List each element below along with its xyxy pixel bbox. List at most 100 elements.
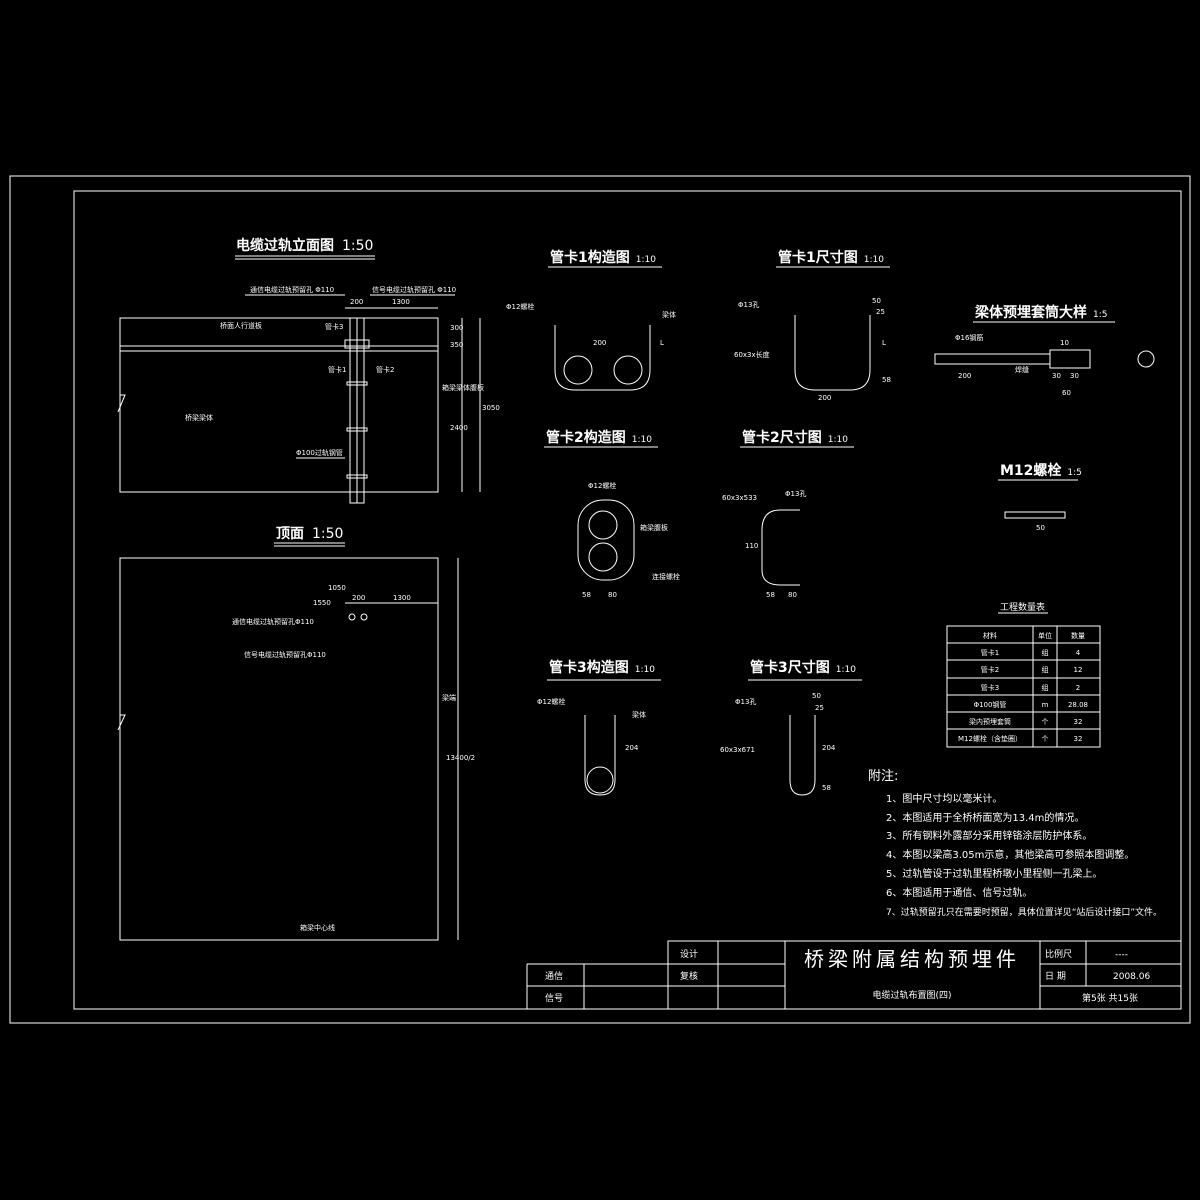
label: 信号电缆过轨预留孔Φ110 [244, 650, 326, 659]
title: 管卡3尺寸图 [750, 659, 830, 676]
title: 管卡3构造图 [549, 659, 629, 676]
notes: 附注: 1、图中尺寸均以毫米计。 2、本图适用于全桥桥面宽为13.4m的情况。 … [868, 769, 1162, 918]
label: Φ12螺栓 [537, 697, 565, 706]
table-cell: M12螺栓（含垫圈） [958, 734, 1022, 743]
table-cell: 组 [1042, 648, 1049, 657]
label: 管卡2 [376, 365, 394, 374]
heading: 管卡1尺寸图 1:10 [778, 249, 884, 266]
table-cell: 梁内预埋套筒 [969, 717, 1011, 726]
scale: 1:10 [836, 665, 856, 675]
scale: 1:10 [636, 255, 656, 265]
dim: 110 [745, 542, 758, 550]
table-cell: 4 [1076, 649, 1081, 657]
scale: 1:10 [635, 665, 655, 675]
dim: 58 [882, 376, 891, 384]
quantity-table: 工程数量表 材料 单位 数量 管卡1 组 4 管卡2 组 12 管卡3 组 2 … [946, 601, 1101, 748]
table-cell: m [1042, 701, 1049, 709]
table-cell: 个 [1042, 735, 1049, 743]
clamp3-detail: 管卡3构造图 1:10 Φ12螺栓 梁体 204 [537, 659, 661, 796]
label: 60x3x533 [722, 494, 757, 502]
note-item: 3、所有钢料外露部分采用锌铬涂层防护体系。 [886, 829, 1092, 842]
table-title: 工程数量表 [1000, 601, 1045, 613]
drawing-title: 桥梁附属结构预埋件 [804, 947, 1020, 971]
title-block: 设计 复核 通信 信号 桥梁附属结构预埋件 电缆过轨布置图(四) 比例尺 ---… [526, 940, 1181, 1009]
title: 管卡1尺寸图 [778, 249, 858, 266]
dim: 350 [450, 341, 463, 349]
label: 连接螺栓 [652, 572, 680, 581]
signal-label: 信号 [545, 992, 563, 1004]
title: 管卡2尺寸图 [742, 429, 822, 446]
note-item: 1、图中尺寸均以毫米计。 [886, 792, 1002, 805]
table-cell: 管卡3 [981, 683, 999, 692]
note-item: 5、过轨管设于过轨里程桥墩小里程侧一孔梁上。 [886, 867, 1102, 880]
table-cell: 2 [1076, 684, 1080, 692]
sheet-number: 第5张 共15张 [1082, 992, 1138, 1004]
dim: 80 [608, 591, 617, 599]
table-cell: 组 [1042, 683, 1049, 692]
note-item: 6、本图适用于通信、信号过轨。 [886, 886, 1032, 899]
dim: 300 [450, 324, 463, 332]
title: 梁体预埋套筒大样 [974, 304, 1087, 321]
dim: 50 [1036, 524, 1045, 532]
scale-label: 比例尺 [1045, 948, 1072, 960]
label: Φ13孔 [738, 301, 759, 309]
table-cell: 28.08 [1068, 701, 1088, 709]
dim: 1050 [328, 584, 346, 592]
dim: 10 [1060, 339, 1069, 347]
dim: 2400 [450, 424, 468, 432]
dim: 25 [815, 704, 824, 712]
label: 桥面人行道板 [220, 321, 262, 330]
date-value: 2008.06 [1113, 972, 1150, 982]
heading: 梁体预埋套筒大样 1:5 [974, 304, 1107, 321]
label: 焊缝 [1015, 365, 1029, 374]
dim: 13400/2 [446, 754, 475, 762]
dim: 30 [1052, 372, 1061, 380]
plan-heading: 顶面 1:50 [276, 526, 343, 542]
label: 箱梁腹板 [640, 523, 668, 532]
heading: 管卡1构造图 1:10 [550, 249, 656, 266]
dim: 1300 [393, 594, 411, 602]
design-label: 设计 [680, 948, 698, 960]
label: 梁体 [632, 710, 646, 719]
table-header: 材料 [983, 631, 997, 640]
title: 管卡1构造图 [550, 249, 630, 266]
label: Φ13孔 [735, 698, 756, 706]
plan-scale: 1:50 [312, 526, 343, 542]
dim: 204 [625, 744, 639, 752]
drawing-subtitle: 电缆过轨布置图(四) [872, 989, 951, 1001]
table-cell: 组 [1042, 665, 1049, 674]
table-cell: 32 [1074, 735, 1083, 743]
elevation-scale: 1:50 [342, 238, 373, 254]
dim: 30 [1070, 372, 1079, 380]
label: Φ16钢筋 [955, 333, 983, 342]
label: 管卡1 [328, 365, 346, 374]
label: Φ100过轨钢管 [296, 448, 343, 457]
table-cell: 管卡1 [981, 648, 999, 657]
label: 信号电缆过轨预留孔 Φ110 [372, 285, 456, 294]
plan-title: 顶面 [276, 526, 304, 542]
label: 60x3x长度 [734, 350, 770, 359]
label: 通信电缆过轨预留孔Φ110 [232, 617, 314, 626]
scale: 1:10 [632, 435, 652, 445]
scale: 1:5 [1093, 310, 1107, 320]
scale: 1:10 [828, 435, 848, 445]
dim: 1550 [313, 599, 331, 607]
table-header: 单位 [1038, 631, 1052, 640]
scale: 1:5 [1067, 468, 1081, 478]
table-cell: Φ100钢管 [974, 700, 1007, 709]
note-item: 2、本图适用于全桥桥面宽为13.4m的情况。 [886, 811, 1084, 824]
label: 60x3x671 [720, 746, 755, 754]
scale: 1:10 [864, 255, 884, 265]
dim: 50 [872, 297, 881, 305]
label: Φ12螺栓 [588, 481, 616, 490]
dim: 60 [1062, 389, 1071, 397]
review-label: 复核 [680, 970, 698, 982]
